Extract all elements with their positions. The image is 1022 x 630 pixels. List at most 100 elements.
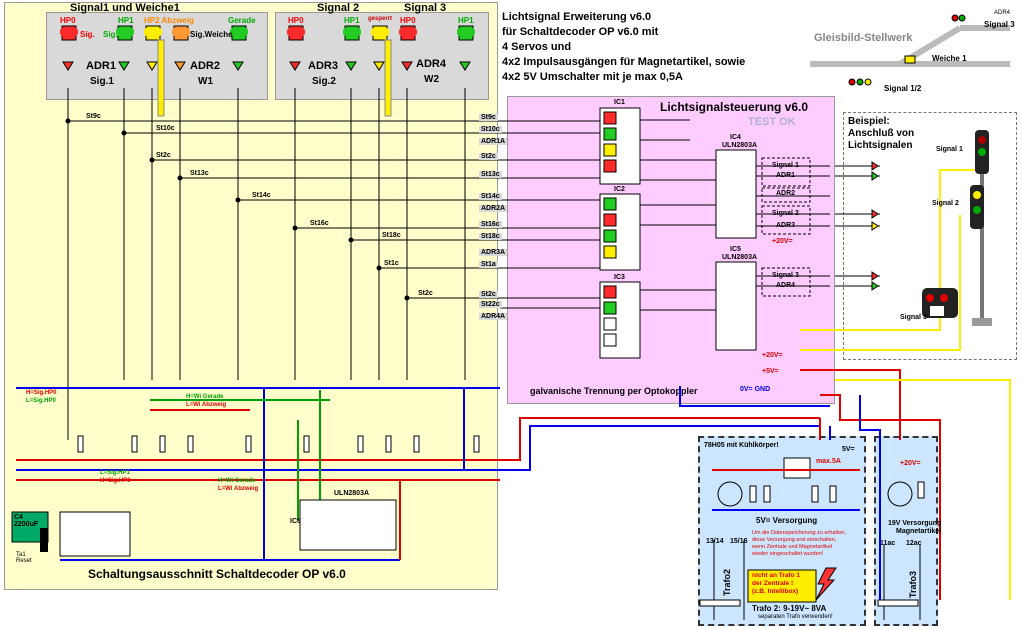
adr4-label: ADR4 — [416, 58, 446, 70]
sig-label-hp1-2: HP1 — [344, 16, 360, 25]
connector-wires — [500, 120, 520, 309]
out-signal3: Signal 3 — [772, 272, 799, 279]
pin-st13c: St13c — [479, 171, 502, 178]
sig-sub-2: Sig. — [103, 30, 118, 39]
desc-line-1: Lichtsignal Erweiterung v6.0 — [502, 11, 652, 23]
adr3-label: ADR3 — [308, 60, 338, 72]
adr1a: ADR1A — [479, 138, 508, 145]
test-ok-stamp: TEST OK — [748, 116, 796, 128]
warning-box — [747, 569, 817, 603]
example-title-2: Anschluß von — [848, 128, 915, 139]
warning-line-2: der Zentrale ! — [752, 580, 794, 587]
legend-h-hp0-b: H=Sig.HP0 — [100, 478, 131, 484]
example-signal2: Signal 2 — [932, 200, 959, 207]
stellwerk-signal12: Signal 1/2 — [884, 84, 922, 93]
resistors-left — [77, 435, 480, 453]
bus-lines — [16, 387, 500, 561]
pin-st2c-b: St2c — [479, 291, 498, 298]
stellwerk-title: Gleisbild-Stellwerk — [814, 32, 913, 44]
example-wiring — [800, 165, 1011, 600]
out-adr4: ADR4 — [776, 282, 796, 289]
power-wires — [500, 386, 831, 471]
sig-label-hp1-1: HP1 — [118, 16, 134, 25]
wire-label-st1c: St1c — [384, 260, 399, 267]
wire-label-st2c-a: St2c — [156, 152, 171, 159]
legend-l-hp0: L=Sig.HP0 — [26, 398, 56, 404]
out-signal2: Signal 2 — [772, 210, 799, 217]
wire-label-st14c: St14c — [252, 192, 271, 199]
sig-label-hp1-3: HP1 — [458, 16, 474, 25]
ic4-label: IC4 — [730, 134, 741, 141]
out-adr3: ADR3 — [776, 222, 796, 229]
desc-line-3: 4 Servos und — [502, 41, 572, 53]
st-wires — [65, 118, 500, 301]
example-title-3: Lichtsignalen — [848, 140, 913, 151]
pin-st14c: St14c — [479, 193, 502, 200]
group2-title: Signal 2 — [317, 2, 360, 14]
gnd-label: 0V= GND — [740, 386, 771, 393]
pin-15-16: 15/16 — [730, 538, 748, 545]
desc-line-4: 4x2 Impulsausgängen für Magnetartikel, s… — [502, 56, 746, 68]
servo-bar-2 — [384, 39, 392, 117]
center-bottom-caption: galvanische Trennung per Optokoppler — [530, 386, 698, 396]
wire-label-st18c: St18c — [382, 232, 401, 239]
mag-caption-1: 19V Versorgung — [888, 520, 942, 527]
stellwerk-signal3: Signal 3 — [984, 20, 1015, 29]
mag-pin-12ac: 12ac — [906, 540, 922, 547]
legend-l-abzweig-b: L=Wi Abzweig — [218, 486, 259, 492]
adr2a: ADR2A — [479, 205, 508, 212]
warning-line-3: (z.B. Intellibox) — [752, 588, 799, 595]
out-signal1: Signal 1 — [772, 162, 799, 169]
signal-led-hp1-3 — [457, 25, 475, 41]
legend-l-abzweig: L=Wi Abzweig — [186, 402, 227, 408]
ic5-label: IC5 — [730, 246, 741, 253]
sig-label-hp0-3: HP0 — [400, 16, 416, 25]
left-panel — [4, 2, 498, 590]
pin-st18c: St18c — [479, 233, 502, 240]
adr3-sub: Sig.2 — [312, 76, 336, 87]
left-panel-caption: Schaltungsausschnitt Schaltdecoder OP v6… — [88, 567, 346, 581]
stellwerk-leds — [848, 14, 966, 86]
wire-label-st9c: St9c — [86, 113, 101, 120]
sig-label-hp0-1: HP0 — [60, 16, 76, 25]
vertical-wires — [67, 88, 466, 440]
trafo2-sub: separaten Trafo verwenden! — [758, 614, 833, 620]
ic1-label: IC1 — [614, 99, 625, 106]
mag-pin-11ac: 11ac — [880, 540, 896, 547]
adr3a: ADR3A — [479, 249, 508, 256]
signal-leds — [60, 25, 475, 41]
supply-20v-center-2: +20V= — [762, 352, 783, 359]
legend-h-hp0: H=Sig.HP0 — [26, 390, 57, 396]
wire-label-st10c: St10c — [156, 125, 175, 132]
signal-led-gesperrt — [371, 25, 389, 41]
desc-line-5: 4x2 5V Umschalter mit je max 0,5A — [502, 71, 683, 83]
wire-label-st13c: St13c — [190, 170, 209, 177]
supply-note: Um die Datenspeicherung zu erhalten, die… — [752, 530, 846, 557]
sig-label-hp2: HP2 Abzweig — [144, 16, 194, 25]
warning-line-1: nicht an Trafo 1 — [752, 572, 801, 579]
signal-led-hp1-1 — [116, 25, 134, 41]
supply-20v-center-1: +20V= — [772, 238, 793, 245]
signal-led-hp1-2 — [343, 25, 361, 41]
uln-label-left: ULN2803A — [334, 490, 370, 497]
legend-h-gerade: H=Wi Gerade — [186, 394, 224, 400]
supply-5v-center: +5V= — [762, 368, 779, 375]
lightning-icon — [815, 567, 837, 601]
desc-line-2: für Schaltdecoder OP v6.0 mit — [502, 26, 659, 38]
stellwerk-weiche: Weiche 1 — [932, 54, 967, 63]
mag-panel — [874, 436, 938, 626]
adr4-sub: W2 — [424, 74, 439, 85]
mag-caption-2: Magnetartikel — [896, 528, 942, 535]
led-symbols — [62, 61, 471, 71]
mag-20v: +20V= — [900, 460, 921, 467]
legend-l-hp1: L=Sig.HP1 — [100, 470, 130, 476]
description: Lichtsignal Erweiterung v6.0 für Schaltd… — [502, 10, 745, 85]
out-adr1: ADR1 — [776, 172, 796, 179]
example-leds — [871, 161, 879, 291]
trafo2-label: Trafo2 — [722, 568, 732, 596]
sig-sub-3: Sig.Weiche — [190, 30, 233, 39]
capacitor-label: C4 2200uF — [14, 514, 39, 528]
ic5-type: ULN2803A — [722, 254, 758, 261]
pin-st1a: St1a — [479, 261, 498, 268]
pin-st9c: St9c — [479, 114, 498, 121]
